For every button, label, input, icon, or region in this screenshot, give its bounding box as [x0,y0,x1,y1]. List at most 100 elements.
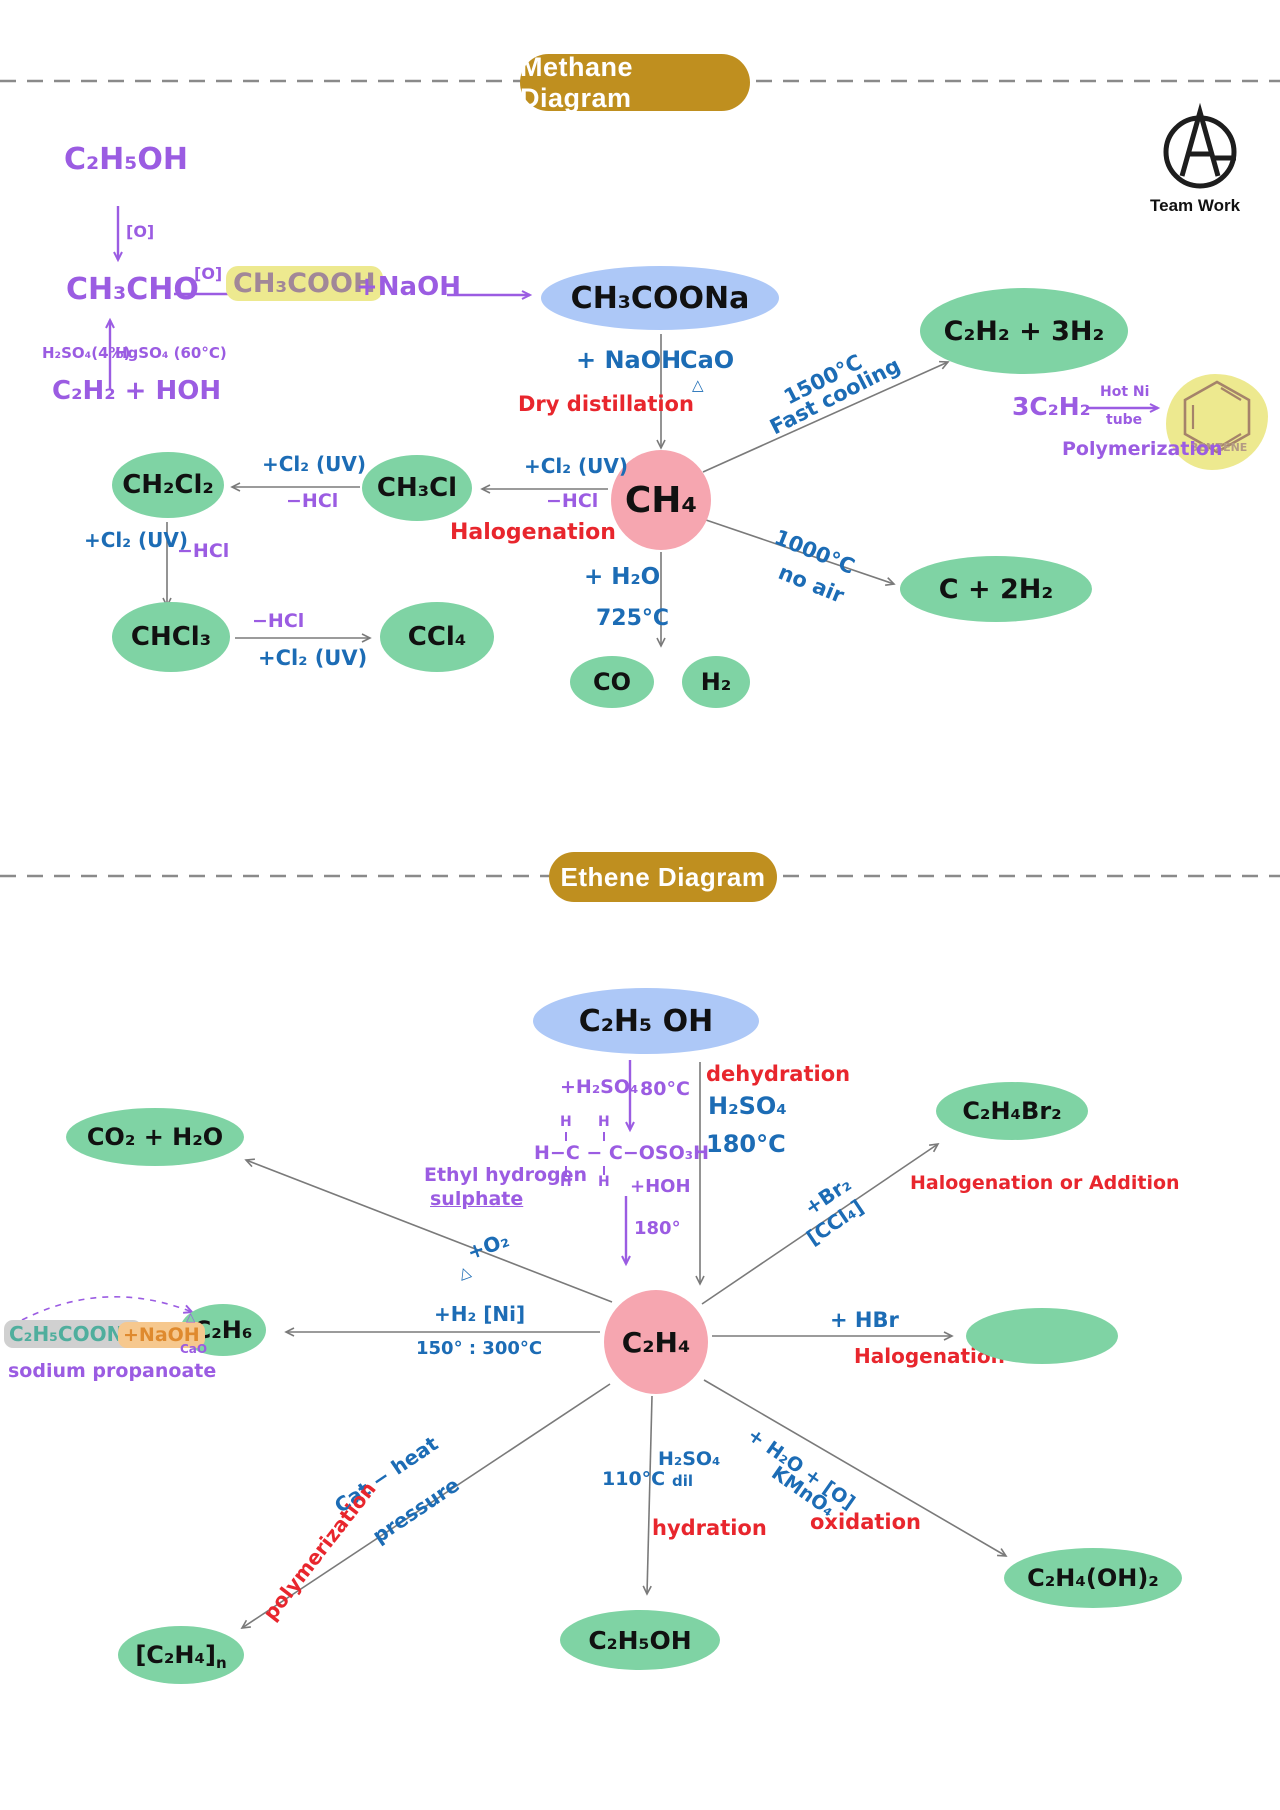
formula-c2h2-hoh: C₂H₂ + HOH [52,376,222,406]
label-dehydration: dehydration [706,1062,851,1086]
label-180deg: 180° [634,1218,681,1239]
bond-tick-4 [603,1166,605,1175]
label-h2so4-blue: H₂SO₄ [708,1092,787,1120]
node-c2h4-label: C₂H₄ [621,1325,691,1359]
node-polyethene-label: [C₂H₄] [135,1641,216,1669]
node-c2h4br2-label: C₂H₄Br₂ [962,1097,1062,1125]
label-delta-small: △ [186,1310,196,1324]
label-h2so4-pct: H₂SO₄(4%) [42,344,131,362]
label-hcl-c: −HCl [177,540,230,562]
label-plus-hoh: +HOH [630,1176,691,1197]
label-plus-naoh-blue: + NaOH [576,346,682,374]
formula-3c2h2: 3C₂H₂ [1012,392,1091,421]
formula-naoh-highlighted: +NaOH [118,1322,205,1348]
benzene-ring-icon [1183,380,1251,454]
label-hgso4: HgSO₄ (60°C) [115,344,227,362]
dashed-arc-sodium [21,1296,195,1321]
label-sulphate: sulphate [430,1188,524,1210]
label-ethyl-hydrogen: Ethyl hydrogen [424,1164,588,1186]
node-ch3cl: CH₃Cl [362,455,472,521]
node-polyethene-subscript: n [215,1654,227,1672]
bond-tick-2 [603,1132,605,1141]
label-110c: 110°C [602,1468,666,1490]
team-work-caption: Team Work [1150,196,1241,215]
node-c2h5oh-product: C₂H₅OH [560,1610,720,1670]
node-h2-label: H₂ [700,668,732,696]
struct-h-bottom-right: H [598,1174,610,1190]
label-h2so4-dil: H₂SO₄ [658,1448,721,1470]
node-ccl4: CCl₄ [380,602,494,672]
label-benzene: BENZENE [1190,441,1248,454]
node-ch4-label: CH₄ [624,479,698,521]
arrow-c2h4-to-ethanol [642,1395,653,1596]
node-c2h4oh2: C₂H₄(OH)₂ [1004,1548,1182,1608]
label-plus-hbr: + HBr [830,1308,899,1332]
label-plus-h2-ni: +H₂ [Ni] [434,1302,526,1326]
bond-tick-3 [565,1166,567,1175]
ethene-diagram-badge: Ethene Diagram [549,852,777,902]
node-c2h4oh2-label: C₂H₄(OH)₂ [1027,1564,1159,1592]
node-polyethene: [C₂H₄]n [118,1626,244,1684]
label-dry-distillation: Dry distillation [518,392,694,416]
arrow-c2h4-to-c2h4br2 [701,1142,940,1305]
struct-h-top-left: H [560,1114,572,1130]
label-plus-naoh: +NaOH [356,272,461,302]
formula-ch3cho: CH₃CHO [66,272,199,307]
label-hcl-d: −HCl [252,610,305,632]
label-180c: 180°C [706,1130,786,1158]
methane-badge-label: Methane Diagram [520,51,634,113]
team-work-logo [1156,102,1244,198]
benzene-highlight-blob [1166,374,1268,470]
label-hydration: hydration [652,1516,767,1540]
label-cao: CaO [680,346,735,374]
node-c2h4br2: C₂H₄Br₂ [936,1082,1088,1140]
node-c2h5oh-top: C₂H₅ OH [533,988,759,1054]
label-725c: 725°C [596,606,670,631]
label-dil: dil [672,1472,694,1490]
node-co2-h2o: CO₂ + H₂O [66,1108,244,1166]
label-hcl-b: −HCl [286,490,339,512]
node-ch4: CH₄ [611,450,711,550]
node-c2h5oh-top-label: C₂H₅ OH [578,1003,714,1039]
node-ch3coona: CH₃COONa [541,266,779,330]
heat-triangle-icon: △ [692,376,704,394]
node-c2h2-3h2-label: C₂H₂ + 3H₂ [943,315,1105,347]
arrow-ch4-to-c2h2 [702,360,950,473]
node-c2h4: C₂H₄ [604,1290,708,1394]
label-plus-h2so4: +H₂SO₄ [560,1076,639,1098]
methane-diagram-badge: Methane Diagram [520,51,750,113]
label-halogenation-or-addition: Halogenation or Addition [910,1172,1180,1194]
node-c-2h2-label: C + 2H₂ [938,573,1054,605]
arrow-c2h4-to-co2 [244,1158,613,1303]
formula-ch3cooh-highlighted: CH₃COOH [226,266,383,301]
label-oxidizer-1: [O] [126,222,155,241]
arrow-ch4-to-carbon [705,519,896,587]
label-80c: 80°C [640,1078,690,1100]
node-chcl3: CHCl₃ [112,602,230,672]
struct-h-top-right: H [598,1114,610,1130]
node-co: CO [570,656,654,708]
node-co-label: CO [592,668,631,696]
node-c2h5br [966,1308,1118,1364]
node-co2-h2o-label: CO₂ + H₂O [86,1123,224,1151]
label-150-300: 150° : 300°C [416,1338,543,1359]
label-cl2uv-a: +Cl₂ (UV) [524,454,629,478]
bond-tick-1 [565,1132,567,1141]
node-ch3cl-label: CH₃Cl [376,473,458,503]
label-cl2uv-d: +Cl₂ (UV) [258,646,368,670]
arrow-c2h4-to-glycol [703,1379,1008,1557]
label-cl2uv-c: +Cl₂ (UV) [84,528,189,552]
node-c2h2-3h2: C₂H₂ + 3H₂ [920,288,1128,374]
struct-h-bottom-left: H [560,1174,572,1190]
ethene-badge-label: Ethene Diagram [560,861,766,892]
node-chcl3-label: CHCl₃ [130,622,212,652]
node-h2: H₂ [682,656,750,708]
node-ccl4-label: CCl₄ [407,622,467,652]
label-hot-ni: Hot Ni [1100,384,1150,400]
label-halogenation: Halogenation [450,520,616,545]
node-ch3coona-label: CH₃COONa [570,280,750,316]
ag-monogram-icon [1163,102,1237,189]
node-c2h5oh-product-label: C₂H₅OH [588,1625,692,1655]
